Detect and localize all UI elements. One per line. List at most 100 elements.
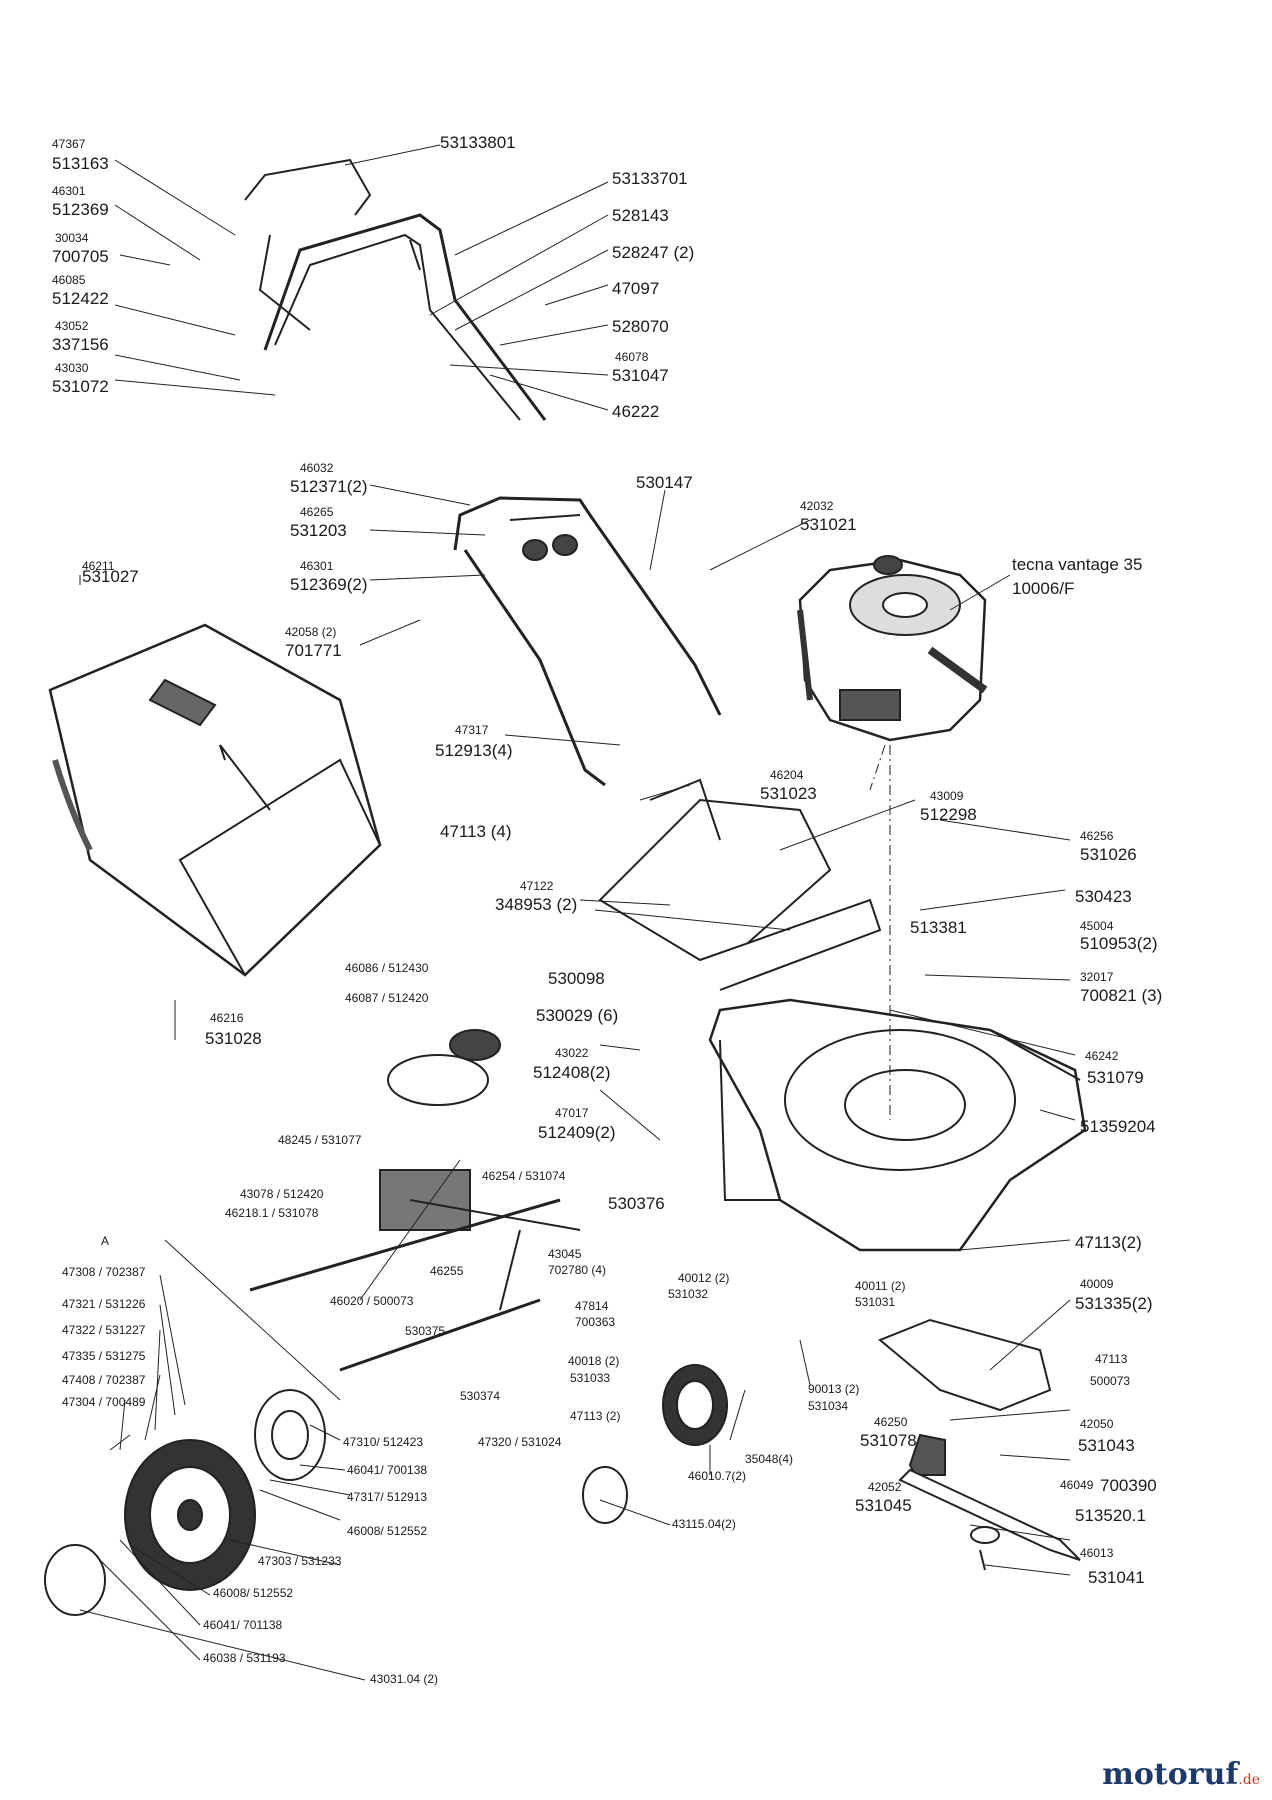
- label-46087: 46087 / 512420: [345, 991, 429, 1005]
- label-46254: 46254 / 531074: [482, 1169, 566, 1183]
- label-531203: 531203: [290, 521, 347, 540]
- label-43078: 43078 / 512420: [240, 1187, 324, 1201]
- label-512409: 512409(2): [538, 1123, 616, 1142]
- engine: [797, 555, 988, 742]
- label-47317-b: 47317/ 512913: [347, 1490, 428, 1504]
- alignment-lines: [869, 744, 891, 1120]
- label-40009: 40009: [1080, 1277, 1114, 1291]
- rear-wheels: [44, 1389, 326, 1616]
- label-46085: 46085: [52, 273, 86, 287]
- label-700363: 700363: [575, 1315, 616, 1329]
- label-40012: 40012 (2): [678, 1271, 730, 1285]
- label-500073: 500073: [1090, 1374, 1131, 1388]
- label-46222: 46222: [612, 402, 660, 421]
- label-47113-c: 47113: [1095, 1352, 1128, 1366]
- label-47310: 47310/ 512423: [343, 1435, 424, 1449]
- label-47113-2: 47113(2): [1075, 1233, 1142, 1252]
- label-35048: 35048(4): [745, 1452, 794, 1466]
- lower-handle: [453, 496, 722, 787]
- label-42032: 42032: [800, 499, 834, 513]
- label-702780: 702780 (4): [548, 1263, 607, 1277]
- leader-lines: [79, 144, 1076, 1681]
- label-530029: 530029 (6): [536, 1006, 619, 1025]
- label-46218: 46218.1 / 531078: [225, 1206, 319, 1220]
- label-48245: 48245 / 531077: [278, 1133, 362, 1147]
- front-wheel: [582, 1364, 728, 1524]
- label-531034: 531034: [808, 1399, 849, 1413]
- deck-cover: [598, 778, 882, 991]
- label-47122: 47122: [520, 879, 554, 893]
- label-512369-2: 512369(2): [290, 575, 368, 594]
- label-701771: 701771: [285, 641, 342, 660]
- label-46301-a: 46301: [52, 184, 86, 198]
- label-531078-b: 531078: [860, 1431, 917, 1450]
- label-46041-a: 46041/ 700138: [347, 1463, 428, 1477]
- label-531045: 531045: [855, 1496, 912, 1515]
- label-512422: 512422: [52, 289, 109, 308]
- label-43009: 43009: [930, 789, 964, 803]
- label-46038: 46038 / 531193: [203, 1651, 286, 1665]
- label-43052: 43052: [55, 319, 89, 333]
- label-40011: 40011 (2): [855, 1279, 906, 1293]
- label-47367: 47367: [52, 137, 86, 151]
- label-45004: 45004: [1080, 919, 1114, 933]
- label-530098: 530098: [548, 969, 605, 988]
- label-46255: 46255: [430, 1264, 464, 1278]
- label-47320: 47320 / 531024: [478, 1435, 562, 1449]
- label-47814: 47814: [575, 1299, 609, 1313]
- label-A: 530376: [608, 1194, 665, 1213]
- label-700821: 700821 (3): [1080, 986, 1163, 1005]
- label-531023: 531023: [760, 784, 817, 803]
- label-528143: 528143: [612, 206, 669, 225]
- label-43045: 43045: [548, 1247, 582, 1261]
- label-700390: 700390: [1100, 1476, 1157, 1495]
- label-47308: 47308 / 702387: [62, 1265, 146, 1279]
- label-47113-4: 47113 (4): [440, 822, 512, 841]
- label-513381: 513381: [910, 918, 967, 937]
- label-43030: 43030: [55, 361, 89, 375]
- label-46032: 46032: [300, 461, 334, 475]
- label-46204: 46204: [770, 768, 804, 782]
- label-42050: 42050: [1080, 1417, 1114, 1431]
- label-513520-1: 513520.1: [1075, 1506, 1146, 1525]
- watermark-suffix: .de: [1238, 1772, 1260, 1788]
- label-46010: 46010.7(2): [688, 1469, 747, 1483]
- label-530147: 530147: [636, 473, 693, 492]
- label-46020: 46020 / 500073: [330, 1294, 414, 1308]
- label-531027: 531027: [82, 567, 139, 586]
- label-43115: 43115.04(2): [672, 1517, 736, 1531]
- label-46211: 46211: [82, 559, 115, 573]
- label-51359204: 51359204: [1080, 1117, 1156, 1136]
- label-513163: 513163: [52, 154, 109, 173]
- label-512408: 512408(2): [533, 1063, 611, 1082]
- gearbox-assembly: [249, 1029, 581, 1372]
- label-528070: 528070: [612, 317, 669, 336]
- blade-assembly: [878, 1318, 1081, 1571]
- watermark-logo: motoruf.de: [1102, 1757, 1260, 1792]
- label-528247: 528247 (2): [612, 243, 695, 262]
- label-46250: 46250: [874, 1415, 908, 1429]
- label-530375: 530375: [405, 1324, 446, 1338]
- label-531028: 531028: [205, 1029, 262, 1048]
- label-46301-b: 46301: [300, 559, 334, 573]
- label-47321: 47321 / 531226: [62, 1297, 146, 1311]
- upper-handle: [244, 158, 547, 421]
- label-531072: 531072: [52, 377, 109, 396]
- label-46008-a: 46008/ 512552: [347, 1524, 428, 1538]
- label-47317-a: 47317: [455, 723, 489, 737]
- label-531033: 531033: [570, 1371, 611, 1385]
- label-30034: 30034: [55, 231, 89, 245]
- label-46008-b: 46008/ 512552: [213, 1586, 294, 1600]
- label-46256: 46256: [1080, 829, 1114, 843]
- label-43022: 43022: [555, 1046, 589, 1060]
- label-348953: 348953 (2): [495, 895, 578, 914]
- label-47304: 47304 / 700489: [62, 1395, 146, 1409]
- label-531021: 531021: [800, 515, 857, 534]
- label-531047: 531047: [612, 366, 669, 385]
- label-512913-4: 512913(4): [435, 741, 513, 760]
- engine-model-line2: 10006/F: [1012, 579, 1075, 598]
- label-512369: 512369: [52, 200, 109, 219]
- label-47335: 47335 / 531275: [62, 1349, 146, 1363]
